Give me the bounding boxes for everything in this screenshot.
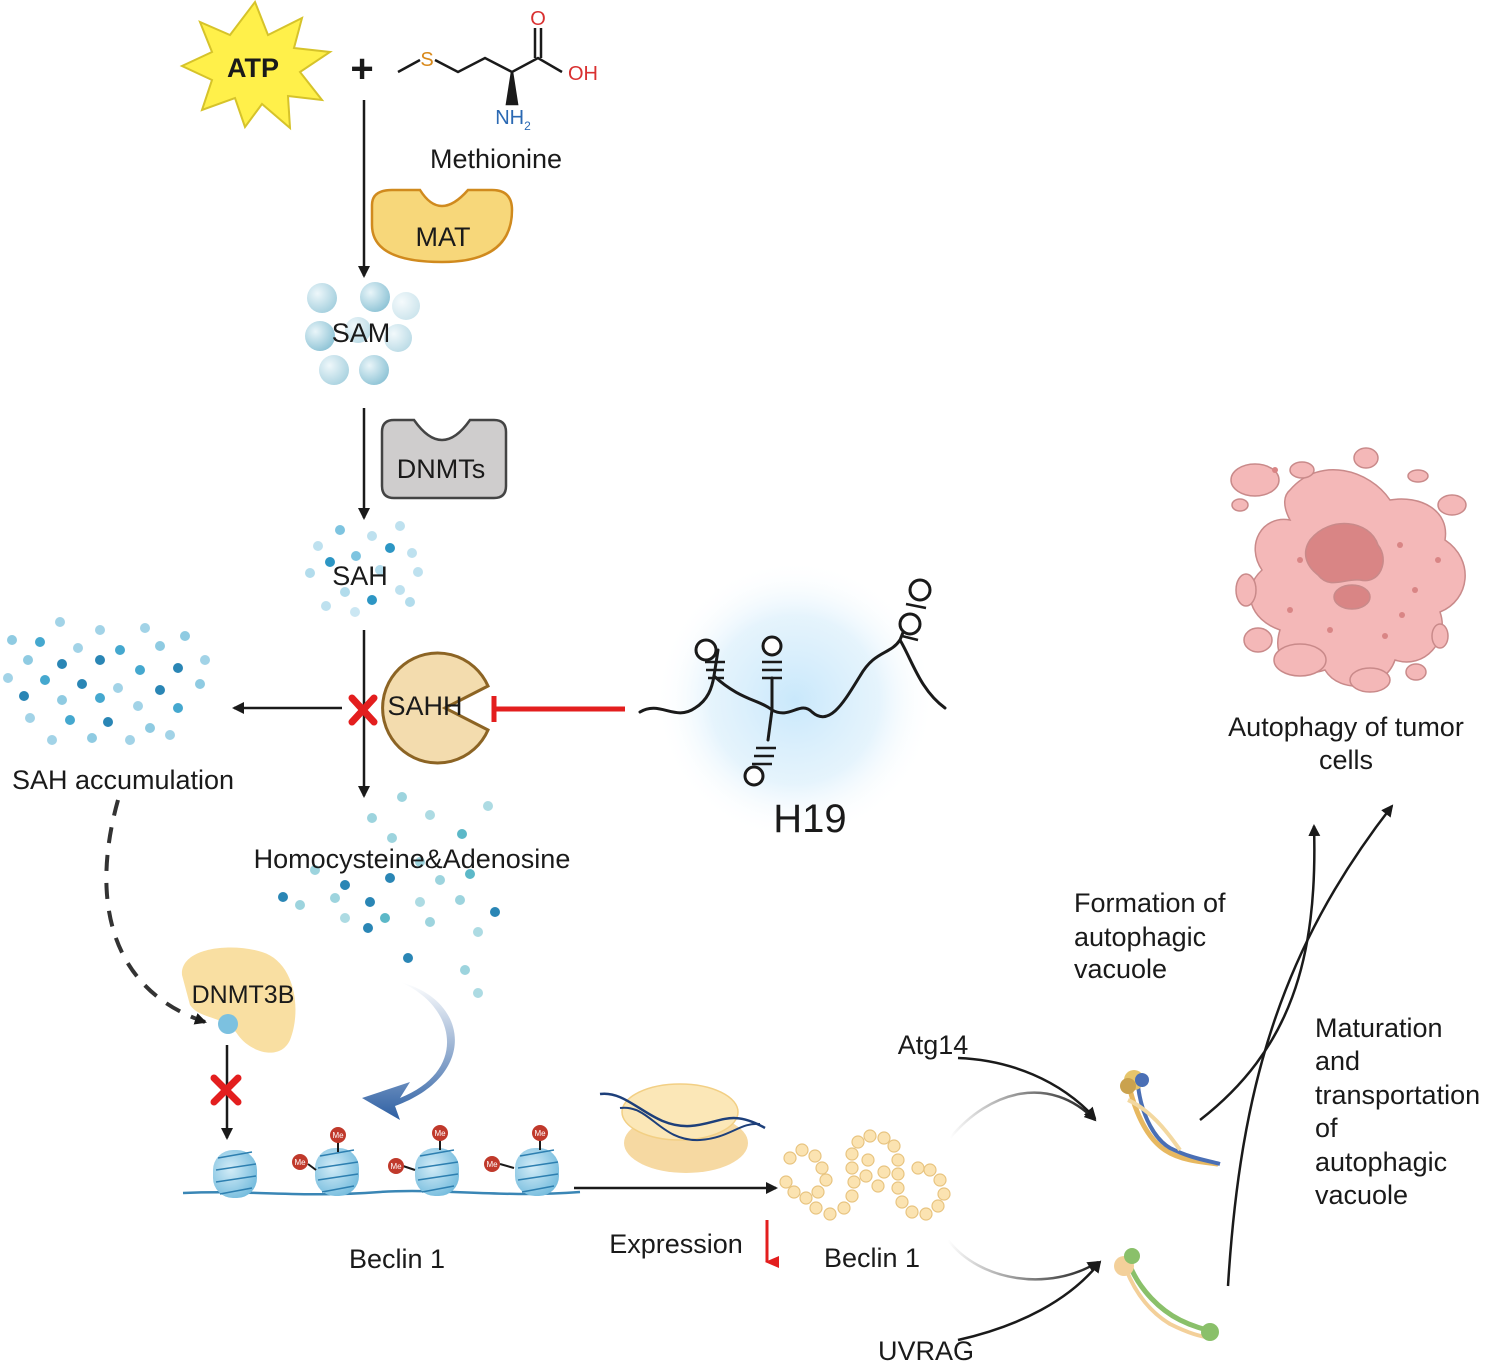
svg-text:Me: Me <box>486 1160 498 1169</box>
h19-stem-ladders <box>705 602 927 766</box>
mat-label: MAT <box>416 222 471 252</box>
atp-starburst <box>179 0 333 131</box>
svg-text:Formation of: Formation of <box>1074 888 1226 918</box>
svg-text:vacuole: vacuole <box>1074 954 1167 984</box>
dnmt3b-label: DNMT3B <box>192 981 295 1009</box>
formation-text: Formation of autophagic vacuole <box>1074 888 1226 984</box>
ribosome <box>599 1083 766 1173</box>
nucleosome <box>315 1148 359 1196</box>
homocysteine-adenosine-label: Homocysteine&Adenosine <box>254 844 571 874</box>
svg-text:of: of <box>1315 1113 1338 1143</box>
svg-text:vacuole: vacuole <box>1315 1180 1408 1210</box>
h19-label: H19 <box>773 797 846 841</box>
tumor-cell-vesicles <box>1272 467 1441 639</box>
uvrag-complex <box>1114 1248 1219 1341</box>
svg-text:autophagic: autophagic <box>1074 922 1206 952</box>
svg-text:Me: Me <box>294 1158 306 1167</box>
beclin1-to-atg14-arrow <box>949 1091 1097 1139</box>
svg-text:Me: Me <box>332 1131 344 1140</box>
homocysteine-adenosine-dots <box>278 792 500 998</box>
sahh-enzyme <box>381 651 490 765</box>
tumor-cell <box>1230 447 1467 693</box>
svg-text:cells: cells <box>1319 745 1373 775</box>
sulfur-atom: S <box>420 49 433 71</box>
nucleosome-group <box>213 1148 559 1198</box>
nucleosome <box>415 1148 459 1196</box>
amine-group: NH2 <box>495 107 531 133</box>
beclin1-gene-label: Beclin 1 <box>349 1244 445 1274</box>
outcome-text: Autophagy of tumor cells <box>1228 712 1464 775</box>
formation-arrow <box>1199 824 1321 1121</box>
dnmt3b-enzyme <box>181 947 296 1053</box>
nucleosome <box>213 1150 257 1198</box>
beclin1-protein-chain <box>779 1129 951 1221</box>
expression-label: Expression <box>609 1229 743 1259</box>
sah-accumulation-cloud <box>3 617 210 745</box>
sam-label: SAM <box>332 318 391 348</box>
atp-label: ATP <box>227 53 279 83</box>
svg-text:and: and <box>1315 1046 1360 1076</box>
dnmts-label: DNMTs <box>397 454 486 484</box>
plus-sign: + <box>350 47 373 91</box>
sahh-label: SAHH <box>387 691 462 721</box>
dashed-arrow-to-dnmt3b <box>104 799 207 1025</box>
maturation-arrow <box>1226 804 1394 1287</box>
methionine-structure <box>397 28 563 106</box>
uvrag-label: UVRAG <box>878 1336 974 1363</box>
methyl-tag-labels: Me Me Me Me Me Me <box>294 1129 546 1171</box>
beclin1-to-uvrag-arrow <box>947 1239 1100 1281</box>
dnmts-enzyme <box>380 418 508 500</box>
curved-arrow-to-gene <box>362 982 455 1120</box>
atg14-label: Atg14 <box>898 1030 969 1060</box>
sam-cluster <box>305 282 420 385</box>
methionine-label: Methionine <box>430 144 562 174</box>
svg-text:Me: Me <box>390 1162 402 1171</box>
h19-inhibition <box>491 696 625 722</box>
sah-accumulation-label: SAH accumulation <box>12 765 234 795</box>
beclin1-protein-label: Beclin 1 <box>824 1243 920 1273</box>
maturation-text: Maturation and transportation of autopha… <box>1315 1013 1480 1210</box>
h19-glow <box>655 560 935 840</box>
svg-text:Autophagy of tumor: Autophagy of tumor <box>1228 712 1464 742</box>
svg-text:Me: Me <box>434 1129 446 1138</box>
atg14-complex <box>1120 1070 1221 1167</box>
atg14-arrow <box>957 1056 1097 1120</box>
svg-text:autophagic: autophagic <box>1315 1147 1447 1177</box>
methyl-marks <box>292 1125 548 1174</box>
hydroxyl-group: OH <box>568 63 598 85</box>
svg-text:transportation: transportation <box>1315 1080 1480 1110</box>
svg-text:Me: Me <box>534 1129 546 1138</box>
oxygen-atom: O <box>530 8 546 30</box>
nucleosome <box>515 1148 559 1196</box>
sah-cluster <box>305 521 423 617</box>
svg-text:Maturation: Maturation <box>1315 1013 1443 1043</box>
blocked-methylation-x-icon <box>210 1074 242 1106</box>
sah-label: SAH <box>332 561 388 591</box>
uvrag-arrow <box>957 1260 1102 1342</box>
mat-enzyme <box>370 188 514 264</box>
blocked-x-icon <box>348 694 378 726</box>
